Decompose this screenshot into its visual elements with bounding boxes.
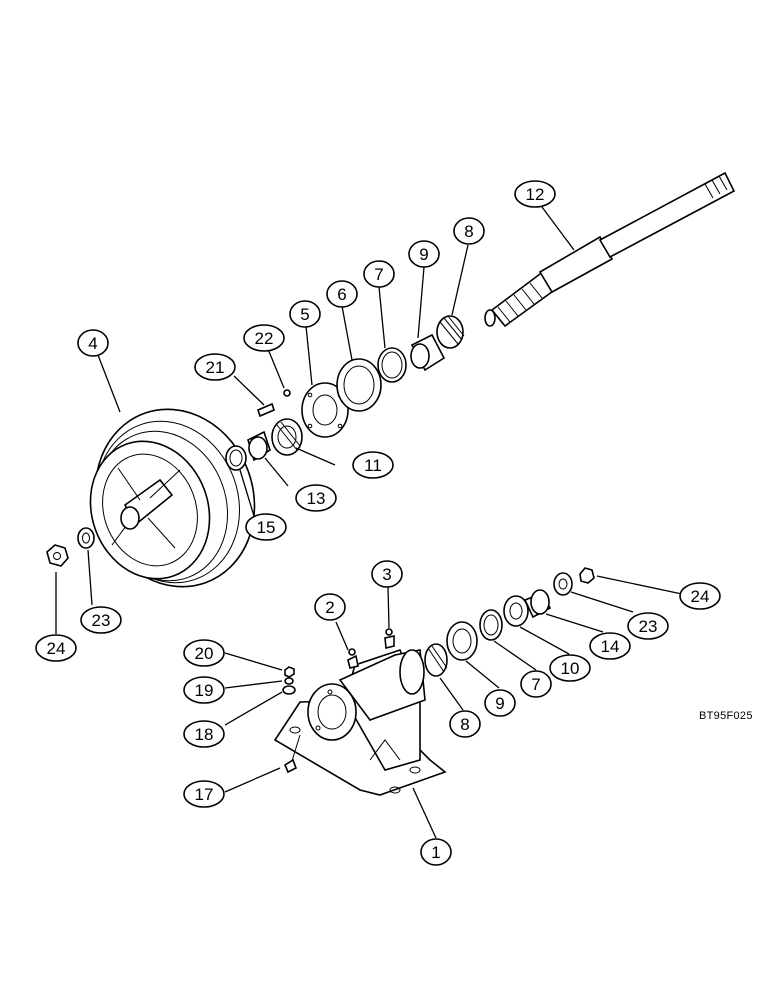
callout-5: 5 (289, 300, 321, 328)
upper-bearing-parts (225, 315, 465, 471)
callout-17: 17 (183, 780, 225, 808)
fittings-and-bolts (282, 628, 395, 774)
callout-9-lower: 9 (484, 689, 516, 717)
callout-22: 22 (243, 324, 285, 352)
svg-text:15: 15 (257, 518, 276, 537)
svg-text:22: 22 (255, 329, 274, 348)
callout-15: 15 (245, 513, 287, 541)
callout-14: 14 (589, 632, 631, 660)
svg-text:9: 9 (495, 694, 504, 713)
callout-8-lower: 8 (449, 710, 481, 738)
callout-20: 20 (183, 639, 225, 667)
svg-text:18: 18 (195, 725, 214, 744)
callout-9-upper: 9 (408, 240, 440, 268)
part-callouts: 1 2 3 4 5 6 7 7 8 8 9 9 10 11 12 13 14 1… (35, 180, 721, 866)
svg-text:1: 1 (431, 843, 440, 862)
svg-text:4: 4 (88, 334, 97, 353)
lower-bearing-parts (424, 567, 595, 677)
svg-text:6: 6 (337, 285, 346, 304)
shaft-part (484, 171, 736, 328)
callout-2: 2 (314, 593, 346, 621)
svg-text:14: 14 (601, 637, 620, 656)
svg-text:23: 23 (92, 611, 111, 630)
housing-part (273, 649, 447, 796)
svg-text:13: 13 (307, 489, 326, 508)
svg-text:7: 7 (531, 675, 540, 694)
callout-7-lower: 7 (520, 670, 552, 698)
callout-4: 4 (77, 329, 109, 357)
svg-text:8: 8 (460, 715, 469, 734)
callout-24-right: 24 (679, 582, 721, 610)
pulley-part (89, 408, 256, 588)
drawing-code: BT95F025 (699, 710, 753, 722)
callout-19: 19 (183, 676, 225, 704)
svg-text:24: 24 (691, 587, 710, 606)
svg-text:11: 11 (364, 456, 382, 475)
svg-text:17: 17 (195, 785, 214, 804)
svg-text:9: 9 (419, 245, 428, 264)
svg-text:3: 3 (382, 565, 391, 584)
svg-text:20: 20 (195, 644, 214, 663)
callout-7-upper: 7 (363, 260, 395, 288)
svg-text:12: 12 (526, 185, 545, 204)
callout-3: 3 (371, 560, 403, 588)
callout-23-left: 23 (80, 606, 122, 634)
callout-8-upper: 8 (453, 217, 485, 245)
callout-24-left: 24 (35, 634, 77, 662)
leader-lines (55, 206, 683, 839)
callout-6: 6 (326, 280, 358, 308)
svg-text:10: 10 (561, 659, 580, 678)
callout-21: 21 (194, 353, 236, 381)
svg-text:24: 24 (47, 639, 66, 658)
svg-text:8: 8 (464, 222, 473, 241)
svg-text:19: 19 (195, 681, 214, 700)
svg-text:23: 23 (639, 617, 658, 636)
svg-text:2: 2 (325, 598, 334, 617)
callout-10: 10 (549, 654, 591, 682)
callout-12: 12 (514, 180, 556, 208)
left-nut-washer (46, 527, 95, 567)
svg-text:7: 7 (374, 265, 383, 284)
callout-23-right: 23 (627, 612, 669, 640)
callout-13: 13 (295, 484, 337, 512)
svg-text:5: 5 (300, 305, 309, 324)
callout-1: 1 (420, 838, 452, 866)
callout-11: 11 (352, 451, 394, 479)
svg-text:21: 21 (206, 358, 225, 377)
callout-18: 18 (183, 720, 225, 748)
